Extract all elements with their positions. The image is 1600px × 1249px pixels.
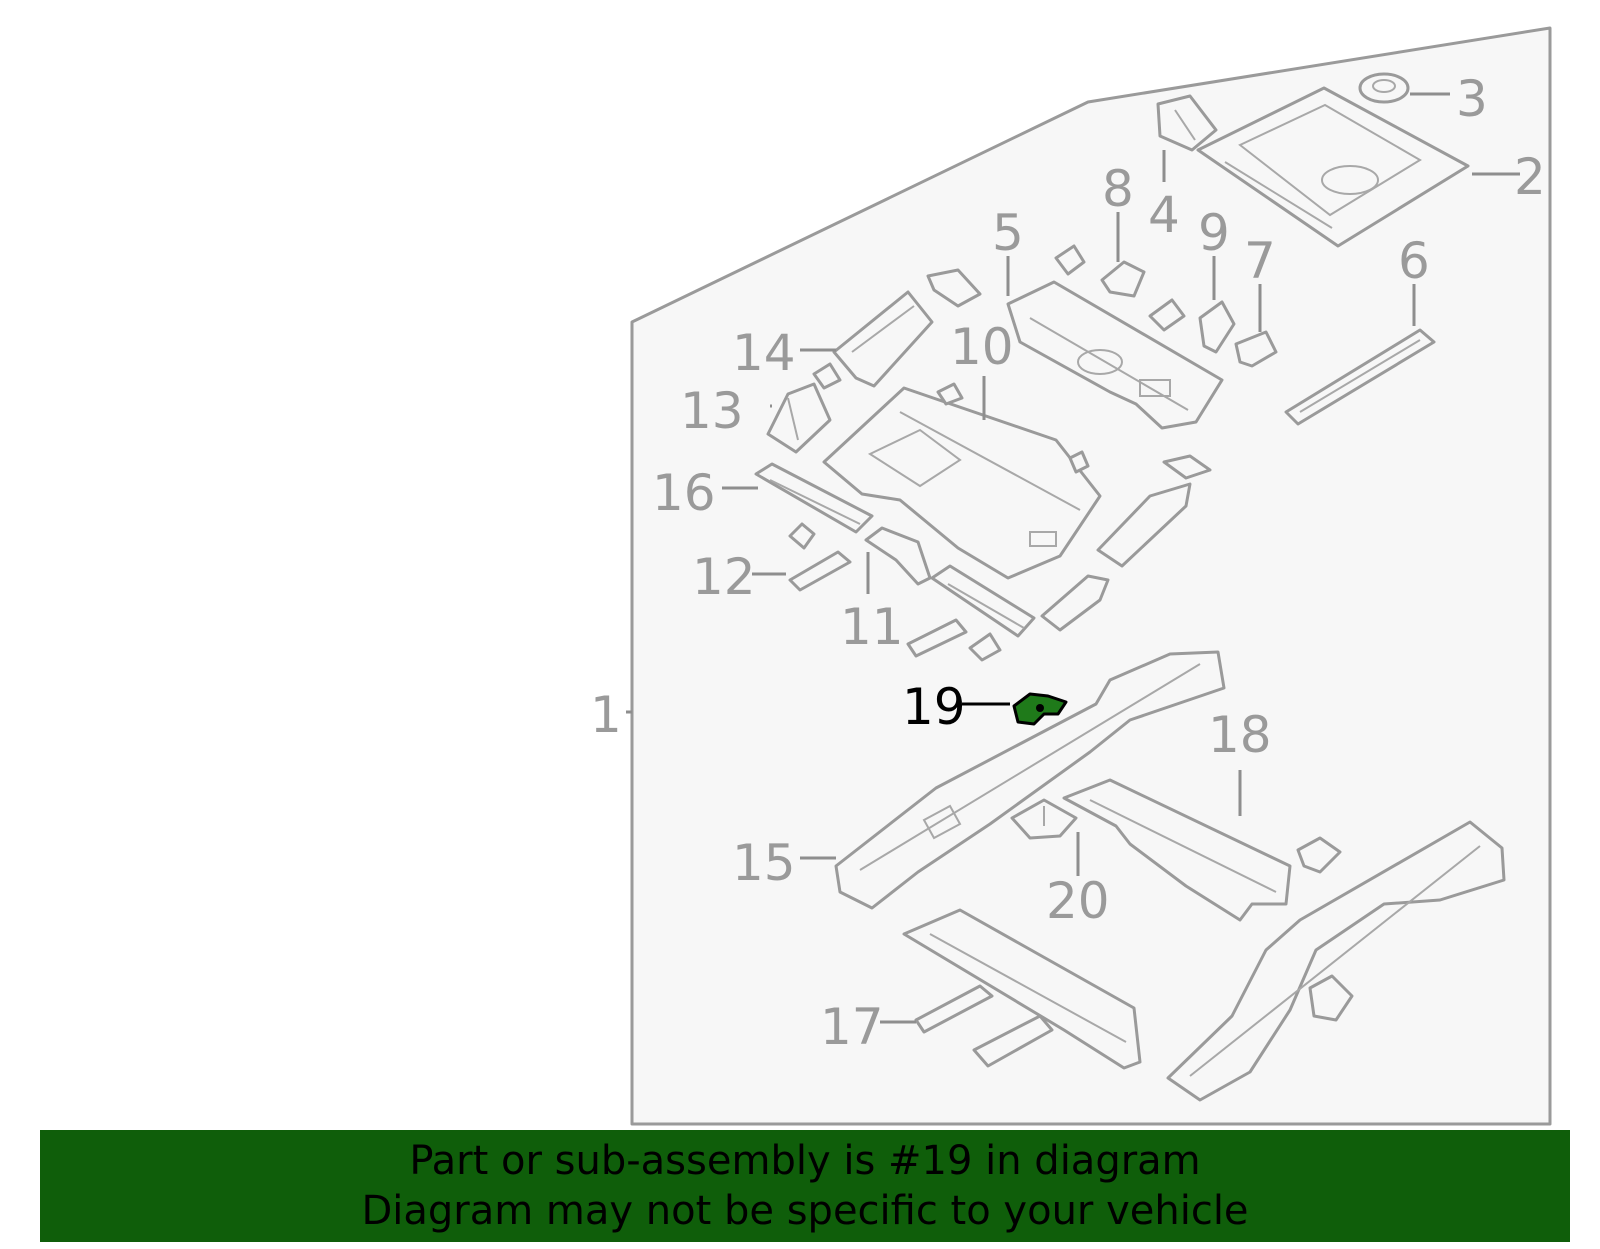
- part-5-center-floor[interactable]: [1006, 280, 1224, 430]
- callout-1: 1: [590, 686, 622, 744]
- part-14-reinforcement[interactable]: [832, 290, 934, 388]
- callout-15: 15: [732, 834, 796, 892]
- part-18-small-bracket[interactable]: [1296, 836, 1342, 874]
- part-13-small-bracket[interactable]: [812, 362, 842, 390]
- callout-9: 9: [1198, 204, 1230, 262]
- callout-11: 11: [840, 598, 904, 656]
- part-7-bracket[interactable]: [1234, 330, 1278, 368]
- part-11-small-bracket-a[interactable]: [906, 618, 968, 658]
- part-15-side-member[interactable]: [834, 650, 1226, 910]
- part-side-bracket-b[interactable]: [1040, 574, 1110, 632]
- callout-6: 6: [1398, 232, 1430, 290]
- part-rear-small-bracket[interactable]: [1308, 974, 1354, 1022]
- part-side-small-bracket[interactable]: [1068, 450, 1090, 474]
- callout-19: 19: [902, 678, 966, 736]
- part-rear-side-member[interactable]: [1166, 820, 1506, 1102]
- part-small-bracket-a[interactable]: [1054, 244, 1086, 276]
- leader-lines: [626, 92, 1520, 1024]
- callout-7: 7: [1244, 232, 1276, 290]
- callout-8: 8: [1102, 160, 1134, 218]
- part-17-lower-brace-b[interactable]: [972, 1014, 1054, 1068]
- part-4-bracket[interactable]: [1156, 94, 1218, 152]
- part-10-front-floor-pan[interactable]: [822, 386, 1102, 580]
- part-small-bracket-b[interactable]: [1148, 298, 1186, 332]
- info-banner: Part or sub-assembly is #19 in diagram D…: [40, 1130, 1570, 1242]
- part-9-bracket[interactable]: [1198, 300, 1236, 354]
- callout-12: 12: [692, 548, 756, 606]
- part-17-lower-brace-a[interactable]: [914, 984, 994, 1034]
- part-20-mount[interactable]: [1010, 798, 1078, 840]
- part-side-reinforcement[interactable]: [1096, 482, 1192, 568]
- callout-2: 2: [1514, 148, 1546, 206]
- callout-10: 10: [950, 318, 1014, 376]
- part-2-rear-floor-pan[interactable]: [1196, 86, 1470, 248]
- part-8-bracket[interactable]: [1100, 260, 1146, 298]
- part-10-small-bracket[interactable]: [936, 382, 964, 406]
- part-6-rail[interactable]: [1284, 328, 1436, 426]
- callout-3: 3: [1456, 70, 1488, 128]
- banner-line-1: Part or sub-assembly is #19 in diagram: [409, 1138, 1201, 1184]
- callout-20: 20: [1046, 872, 1110, 930]
- callout-17: 17: [820, 998, 884, 1056]
- part-16-crossmember[interactable]: [754, 462, 874, 534]
- callout-4: 4: [1148, 186, 1180, 244]
- part-11-small-bracket-b[interactable]: [968, 632, 1002, 662]
- part-19-bracket[interactable]: [1012, 692, 1068, 726]
- part-14-small-bracket[interactable]: [926, 268, 982, 308]
- banner-line-2: Diagram may not be specific to your vehi…: [361, 1188, 1249, 1234]
- part-13-support[interactable]: [766, 382, 832, 454]
- part-3-plug[interactable]: [1358, 72, 1410, 104]
- part-11-crossmember[interactable]: [864, 526, 932, 586]
- part-11-lower-member[interactable]: [930, 564, 1036, 638]
- callout-16: 16: [652, 464, 716, 522]
- part-12-small-bracket[interactable]: [788, 522, 816, 550]
- part-17-crossmember[interactable]: [902, 908, 1142, 1070]
- callout-14: 14: [732, 324, 796, 382]
- callout-5: 5: [992, 204, 1024, 262]
- callout-18: 18: [1208, 706, 1272, 764]
- part-12-bracket[interactable]: [788, 550, 852, 592]
- callout-13: 13: [680, 382, 744, 440]
- part-side-bracket-a[interactable]: [1162, 454, 1212, 480]
- part-18-crossmember[interactable]: [1062, 778, 1292, 922]
